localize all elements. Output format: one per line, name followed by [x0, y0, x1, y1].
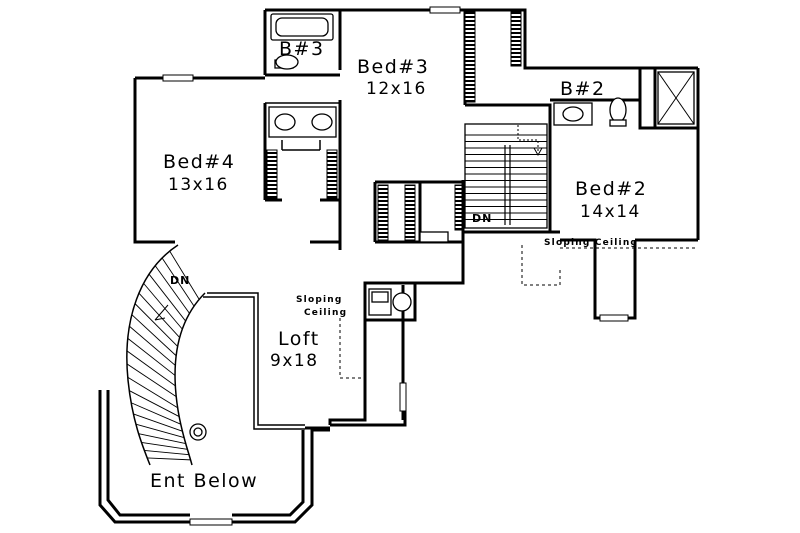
- room-name-bed2: Bed#2: [575, 178, 647, 200]
- curved-stair-dn-label: DN: [170, 274, 190, 287]
- sloping-ceiling-label-line2: Ceiling: [304, 308, 347, 318]
- curved-stair-tread: [169, 250, 200, 300]
- curved-stair-tread: [138, 433, 186, 445]
- room-name-loft: Loft: [278, 328, 320, 350]
- room-name-bed4: Bed#4: [163, 151, 235, 173]
- sloping-ceiling-label-line1: Sloping: [296, 295, 343, 305]
- sink-icon: [274, 113, 296, 131]
- closet-shelves: [266, 11, 522, 241]
- curved-stair-tread: [126, 350, 176, 387]
- curved-stair-tread: [126, 363, 177, 397]
- toilet-icon: [609, 97, 627, 123]
- washer-top: [371, 291, 389, 303]
- curved-stair-tread: [127, 376, 178, 409]
- closet-shelf: [454, 184, 463, 231]
- curved-stair-tread: [130, 402, 181, 425]
- curved-stair-tread: [141, 441, 188, 450]
- fixtures: [268, 13, 695, 316]
- closet-shelf: [326, 149, 338, 199]
- room-size-loft: 9x18: [270, 351, 319, 371]
- window: [189, 518, 233, 526]
- window: [399, 382, 407, 412]
- curved-stair-tread: [161, 257, 195, 307]
- toilet-tank: [609, 119, 627, 127]
- sink-icon: [311, 113, 333, 131]
- curved-stair-tread: [144, 450, 190, 456]
- room-size-bed4: 13x16: [168, 175, 229, 195]
- windows: [162, 6, 629, 526]
- arrow-down-icon: [533, 147, 543, 157]
- window: [429, 6, 461, 14]
- curved-stair-tread: [134, 303, 178, 347]
- room-size-bed2: 14x14: [580, 202, 641, 222]
- curved-stair-tread: [135, 423, 185, 439]
- curved-stair-tread: [133, 413, 183, 432]
- curved-stair-tread: [127, 337, 176, 376]
- closet-shelf: [464, 11, 476, 103]
- window: [162, 74, 194, 82]
- closet-shelf: [377, 184, 389, 241]
- bathtub-inner: [275, 17, 329, 37]
- sloping-ceiling-label: Sloping Ceiling: [544, 238, 638, 248]
- toilet-bowl: [275, 54, 299, 70]
- room-size-bed3: 12x16: [366, 79, 427, 99]
- closet-shelf: [510, 11, 522, 67]
- curved-stair-tread: [143, 283, 183, 330]
- room-name-bath3: B#3: [279, 38, 325, 60]
- exterior-walls: [98, 8, 700, 524]
- curved-stair-tread: [147, 457, 191, 461]
- curved-stair-tread: [131, 314, 177, 357]
- sink-icon: [562, 106, 584, 122]
- closet-shelf: [266, 149, 278, 199]
- closet-shelf: [404, 184, 416, 241]
- window: [599, 314, 629, 322]
- curved-stair-tread: [129, 390, 180, 417]
- room-name-bed3: Bed#3: [357, 56, 429, 78]
- curved-stair-tread: [148, 273, 186, 322]
- room-labels: Bed#4 13x16 Bed#3 12x16 B#3 B#2 Bed#2 14…: [150, 38, 647, 492]
- dryer-icon: [392, 292, 412, 312]
- curved-staircase: [126, 244, 305, 466]
- room-name-entry: Ent Below: [150, 470, 258, 492]
- stair-dn-label: DN: [472, 212, 492, 225]
- room-name-bath2: B#2: [560, 78, 606, 100]
- curved-stair-tread: [154, 265, 190, 314]
- main-staircase: [464, 123, 548, 229]
- curved-stair-tread: [129, 325, 176, 366]
- sloping-ceiling-lines: [339, 245, 698, 379]
- closet-box: [419, 231, 449, 243]
